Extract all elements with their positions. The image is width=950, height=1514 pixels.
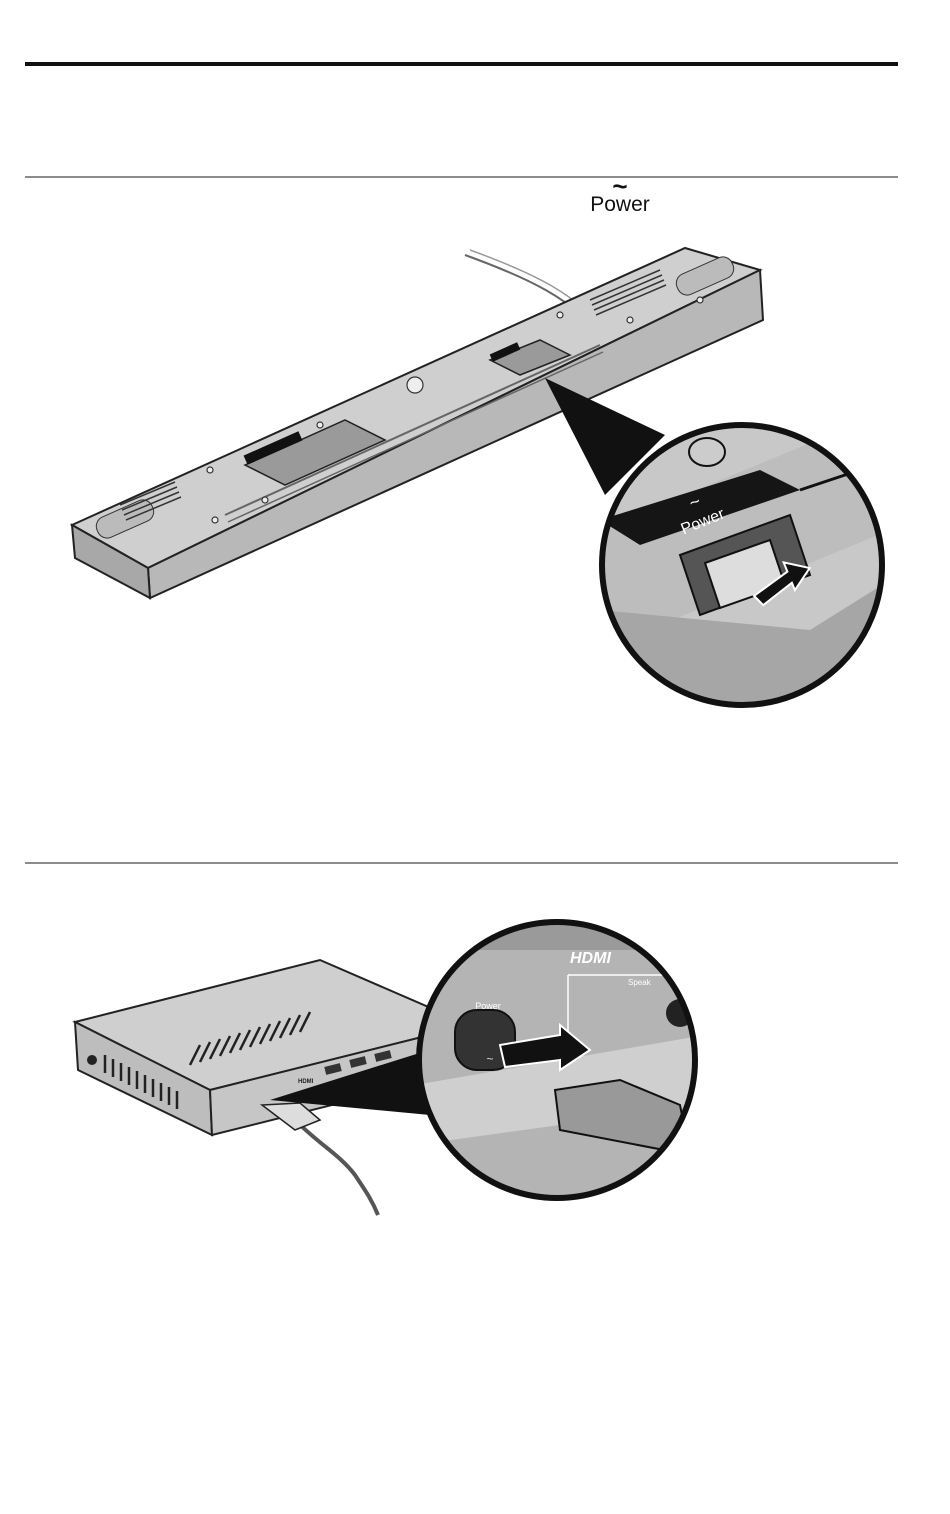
console-callout-tilde: ~ [486, 1052, 493, 1066]
callout-hdmi-label: HDMI [570, 950, 611, 967]
module-hdmi-label: HDMI [298, 1079, 314, 1085]
top-rule [25, 62, 898, 66]
power-symbol-label: ~ Power [584, 178, 656, 216]
ac-tilde-symbol: ~ [584, 178, 656, 194]
section-divider-1 [25, 176, 898, 178]
console-callout-power-label: Power [475, 1001, 501, 1011]
section-divider-2 [25, 862, 898, 864]
soundbar-underside-illustration: ~ Power [0, 230, 950, 720]
power-word: Power [584, 194, 656, 216]
console-rear-illustration: HDMI Power ~ HDMI Speak [0, 905, 950, 1225]
callout-speakers-label: Speak [628, 978, 652, 987]
